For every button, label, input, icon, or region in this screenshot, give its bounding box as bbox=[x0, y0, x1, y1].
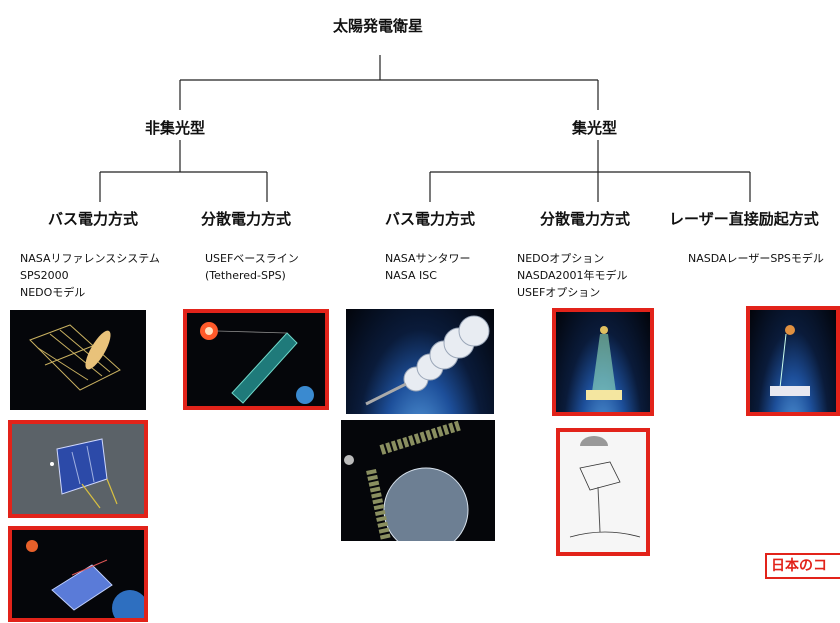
method-bus-power-2-examples: NASAサンタワー NASA ISC bbox=[385, 250, 470, 284]
image-nasa-sun-tower bbox=[346, 309, 494, 414]
root-node: 太陽発電衛星 bbox=[333, 17, 424, 35]
example-line: NASA ISC bbox=[385, 269, 437, 282]
method-laser-pumped: レーザー直接励起方式 bbox=[669, 210, 819, 228]
method-bus-power-1-examples: NASAリファレンスシステム SPS2000 NEDOモデル bbox=[20, 250, 160, 301]
example-line: NASAリファレンスシステム bbox=[20, 252, 160, 265]
method-distributed-power-2-examples: NEDOオプション NASDA2001年モデル USEFオプション bbox=[517, 250, 628, 301]
image-nasa-reference-system bbox=[10, 310, 146, 410]
example-line: NASDA2001年モデル bbox=[517, 269, 628, 282]
image-nedo-model bbox=[8, 526, 148, 622]
image-nasda-2001-model bbox=[556, 428, 650, 556]
method-distributed-power-1-examples: USEFベースライン (Tethered-SPS) bbox=[205, 250, 299, 284]
image-sps2000 bbox=[8, 420, 148, 518]
example-line: NASDAレーザーSPSモデル bbox=[688, 252, 824, 265]
example-line: NASAサンタワー bbox=[385, 252, 471, 265]
image-nasa-isc bbox=[341, 420, 495, 541]
example-line: USEFオプション bbox=[517, 286, 601, 299]
image-nedo-option bbox=[552, 308, 654, 416]
method-distributed-power-1: 分散電力方式 bbox=[201, 210, 292, 228]
example-line: NEDOオプション bbox=[517, 252, 605, 265]
example-line: USEFベースライン bbox=[205, 252, 299, 265]
footer-tag: 日本のコ bbox=[765, 553, 840, 579]
method-bus-power-2: バス電力方式 bbox=[385, 210, 476, 228]
method-laser-pumped-examples: NASDAレーザーSPSモデル bbox=[688, 250, 824, 267]
example-line: NEDOモデル bbox=[20, 286, 86, 299]
group-non-concentrating: 非集光型 bbox=[145, 119, 206, 137]
method-distributed-power-2: 分散電力方式 bbox=[540, 210, 631, 228]
method-bus-power-1: バス電力方式 bbox=[48, 210, 139, 228]
example-line: SPS2000 bbox=[20, 269, 69, 282]
image-nasda-laser-sps bbox=[746, 306, 840, 416]
image-usef-baseline bbox=[183, 309, 329, 410]
group-concentrating: 集光型 bbox=[572, 119, 618, 137]
example-line: (Tethered-SPS) bbox=[205, 269, 286, 282]
